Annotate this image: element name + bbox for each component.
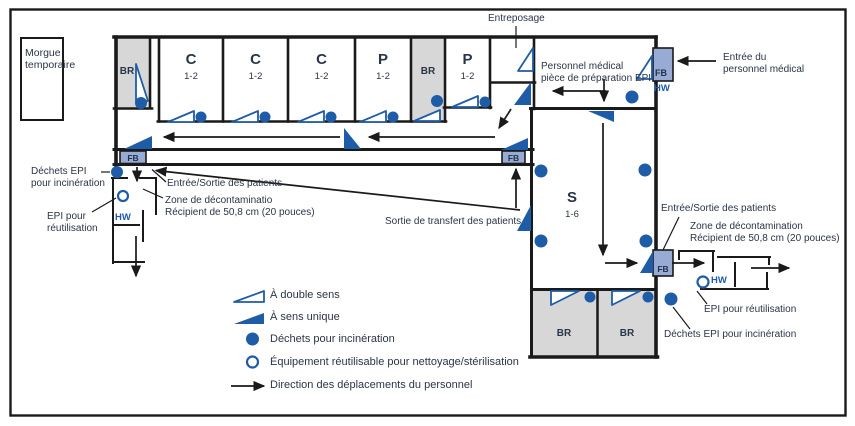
fb-entrance-label: FB (655, 68, 667, 78)
legend-sens-unique-icon (234, 313, 264, 324)
incineration-dot (638, 163, 652, 177)
sens-unique-triangle (344, 128, 361, 149)
label-connector (142, 188, 164, 199)
fb-hallway-right-label: FB (507, 152, 520, 163)
double-sens-triangle (297, 110, 325, 123)
incineration-dot (111, 166, 123, 178)
incineration-dot (664, 292, 678, 306)
room-p2-label: P 1-2 (460, 51, 475, 82)
room-c1-label: C 1-2 (184, 51, 198, 82)
legend-item-sens-unique: À sens unique (270, 311, 340, 323)
incineration-dot (431, 95, 443, 107)
personnel-entrance-label: Entrée du personnel médical (723, 52, 805, 75)
legend-item-direction: Direction des déplacements du personnel (270, 379, 473, 391)
patient-entry-exit-right-label: Entrée/Sortie des patients (661, 203, 777, 214)
incineration-dot (325, 111, 337, 123)
legend-item-reutilisable: Équipement réutilisable pour nettoyage/s… (270, 356, 519, 368)
waste-epi-left-label: Déchets EPI pour incinération (31, 166, 105, 189)
legend-reusable-icon (245, 355, 260, 369)
reusable-dots (116, 189, 710, 289)
fb-exit-right-label: FB (657, 264, 669, 274)
sens-unique-triangle (501, 138, 528, 150)
legend-double-sens-icon (233, 290, 265, 303)
room-br-mid-label: BR (420, 66, 436, 77)
decon-zone-left-label: Zone de décontaminatio Récipient de 50,8… (165, 195, 315, 218)
fb-box-hallway-left (119, 150, 147, 165)
walls (112, 35, 660, 359)
incineration-dot (642, 291, 654, 303)
decon-zone-right-walls (678, 250, 771, 290)
decon-zone-right-label: Zone de décontamination Récipient de 50,… (690, 221, 840, 244)
personnel-flow-arrow (498, 108, 512, 130)
double-sens-triangles (135, 47, 653, 306)
label-connector (151, 169, 167, 183)
incineration-dots (111, 90, 678, 306)
storage-label: Entreposage (488, 13, 545, 24)
hw-decon-right-label: HW (711, 275, 727, 286)
reusable-dot (696, 275, 710, 289)
sens-unique-triangle (588, 111, 614, 122)
room-br-bottom-left-label: BR (556, 328, 572, 339)
double-sens-triangle (231, 110, 259, 123)
sens-unique-triangle (640, 251, 653, 273)
sens-unique-triangle (124, 136, 152, 149)
incineration-dot (584, 291, 596, 303)
epi-reuse-left-label: EPI pour réutilisation (47, 211, 98, 234)
room-br-top-left-label: BR (119, 66, 135, 77)
figure-border (9, 8, 847, 417)
label-connector (696, 290, 708, 305)
incineration-dot (479, 96, 491, 108)
patient-transfer-arrow (154, 166, 521, 211)
double-sens-triangle (517, 47, 534, 72)
double-sens-triangle (611, 290, 641, 306)
patient-entry-exit-left-label: Entrée/Sortie des patients (167, 178, 283, 189)
reusable-dot (116, 189, 130, 203)
fb-hallway-left-label: FB (127, 152, 139, 163)
incineration-dot (135, 97, 147, 109)
legend-incineration-icon (246, 332, 259, 346)
hw-entrance-label: HW (654, 83, 670, 94)
double-sens-triangle (550, 290, 580, 306)
double-sens-triangle (359, 110, 387, 123)
morgue-label: Morgue temporaire (25, 47, 76, 72)
epi-reuse-right-label: EPI pour réutilisation (704, 304, 797, 315)
double-sens-triangle (636, 55, 653, 80)
room-p1-label: P 1-2 (376, 51, 390, 82)
morgue-box: Morgue temporaire (20, 37, 75, 121)
room-c3-label: C 1-2 (314, 51, 329, 82)
fb-boxes (119, 47, 674, 277)
sens-unique-triangle (517, 205, 531, 231)
incineration-dot (639, 234, 653, 248)
legend-icons (231, 290, 266, 392)
legend-item-double-sens: À double sens (270, 289, 340, 301)
sens-unique-triangle (514, 82, 531, 105)
sens-unique-triangles (124, 82, 653, 273)
prep-room-label: Personnel médical pièce de préparation E… (541, 61, 652, 84)
room-c2-label: C 1-2 (248, 51, 263, 82)
room-s-label: S 1-6 (565, 189, 579, 220)
fb-box-hallway-right (501, 150, 526, 165)
transfer-exit-label: Sortie de transfert des patients (385, 216, 522, 227)
incineration-dot (625, 90, 639, 104)
waste-epi-right-label: Déchets EPI pour incinération (664, 329, 797, 340)
incineration-dot (534, 164, 548, 178)
fb-box-personnel-entrance (652, 47, 674, 82)
incineration-dot (534, 234, 548, 248)
incineration-dot (387, 111, 399, 123)
legend-item-dechets: Déchets pour incinération (270, 333, 395, 345)
incineration-dot (259, 111, 271, 123)
decon-zone-left-walls (111, 177, 157, 264)
label-connectors (91, 26, 708, 330)
label-connector (672, 306, 691, 330)
double-sens-triangle (451, 95, 479, 108)
double-sens-triangle (413, 109, 441, 122)
hw-decon-left-label: HW (115, 212, 131, 223)
room-br-bottom-right-label: BR (619, 328, 635, 339)
flow-arrows (130, 55, 791, 278)
incineration-dot (195, 111, 207, 123)
double-sens-triangle (167, 110, 195, 123)
label-connector (662, 216, 680, 251)
label-connector (91, 197, 117, 213)
